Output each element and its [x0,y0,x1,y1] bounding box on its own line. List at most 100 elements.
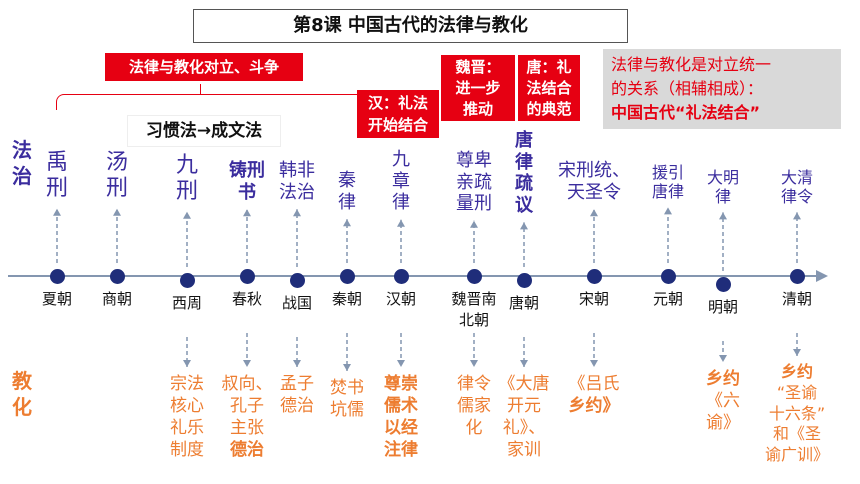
law-label-line: 律 [714,187,731,207]
law-label-line: 唐律 [651,182,684,202]
law-label-line: 韩非 [279,160,315,181]
education-arrow-head [243,360,251,367]
timeline-dot [789,268,805,284]
law-label-line: 刑 [175,179,198,205]
education-label: 宗法核心礼乐制度 [164,373,210,461]
law-label: 禹刑 [37,150,77,203]
dynasty-label-line: 魏晋南 [451,290,497,308]
education-label: 乡约“圣谕十六条”和《圣谕广训》 [755,362,839,466]
education-arrow-head [397,360,405,367]
education-label-line: 《六 [706,391,740,412]
summary-conclusion: 中国古代“礼法结合” [611,103,761,122]
education-label: 焚书坑儒 [322,377,372,421]
law-arrow-head [343,219,351,227]
education-label: 尊崇儒术以经注律 [373,373,429,461]
tang-box-line: 法结合 [526,79,572,97]
education-label: 叔向、孔子主张德治 [215,373,279,461]
education-label: 律令儒家化 [446,373,502,439]
summary-line: 的关系（相辅相成）： [611,79,764,98]
education-label-line: 乡约 [780,362,813,381]
dynasty-label-line: 春秋 [231,290,262,308]
side-label-char: 化 [12,395,32,419]
dynasty-label: 战国 [267,293,327,314]
education-label-line: 乡约》 [568,396,620,417]
timeline-dot [239,268,255,284]
dynasty-label-line: 汉朝 [385,290,416,308]
education-label-line: 家训 [507,440,541,461]
law-label-line: 刑 [105,176,128,202]
education-arrow-head [343,364,351,371]
law-label-line: 宋刑统、 [558,160,630,181]
timeline-dot [393,268,409,284]
education-label-line: 和《圣 [772,424,821,444]
education-arrow-head [590,360,598,367]
law-label-line: 九 [392,149,410,170]
dynasty-label-line: 秦朝 [331,290,362,308]
timeline-arrowhead [816,270,828,282]
summary-line: 法律与教化是对立统一 [611,55,772,74]
law-arrow-head [719,212,727,220]
law-label-line: 唐 [515,130,533,151]
education-label-line: 化 [465,418,483,439]
education-label-line: 乡约 [706,369,740,389]
education-label-line: 儒家 [457,396,491,417]
education-arrow-head [183,360,191,367]
timeline-dot [586,268,602,284]
timeline-dot [179,272,195,288]
dynasty-label: 商朝 [87,289,147,310]
law-arrow-head [664,207,672,215]
dynasty-label-line: 西周 [171,294,202,312]
dynasty-label: 元朝 [638,289,698,310]
timeline-dot [715,276,731,292]
dynasty-label-line: 唐朝 [508,294,539,312]
weijin-box: 魏晋： 进一步 推动 [441,55,515,121]
law-label-line: 尊卑 [456,150,492,171]
side-label-char: 治 [12,164,32,188]
dynasty-label: 唐朝 [494,293,554,314]
dynasty-label-line: 清朝 [781,290,812,308]
law-arrow-head [590,209,598,217]
law-arrow-head [793,212,801,220]
law-label: 汤刑 [97,150,137,203]
dynasty-label: 明朝 [693,297,753,318]
law-label-line: 援引 [651,163,684,182]
dynasty-label: 春秋 [217,289,277,310]
education-label-line: 核心 [170,396,204,417]
education-arrow-head [719,355,727,362]
dynasty-label: 西周 [157,293,217,314]
timeline-dot [49,268,65,284]
education-label-line: 以经 [384,418,418,439]
law-label-line: 律 [338,191,356,213]
dynasty-label: 魏晋南北朝 [444,289,504,331]
dynasty-label: 夏朝 [27,289,87,310]
habit-label: 习惯法→成文法 [128,116,280,146]
law-arrow-head [520,222,528,230]
law-label-line: 律 [515,151,533,173]
timeline-dot [660,268,676,284]
law-arrow-head [243,209,251,217]
education-label-line: 《大唐 [498,374,550,394]
education-label-line: 孔子 [230,396,264,417]
law-arrow-head [397,219,405,227]
side-label-char: 教 [12,369,32,393]
timeline-axis [8,275,820,277]
dynasty-label-line: 宋朝 [578,290,609,308]
education-label-line: 焚书 [330,378,364,398]
education-arrow-head [793,349,801,356]
law-arrow-head [113,208,121,216]
law-label: 九刑 [167,153,207,206]
education-arrow-head [520,360,528,367]
han-box-line: 开始结合 [367,116,428,134]
dynasty-label: 秦朝 [317,289,377,310]
law-label-line: 律 [392,192,410,214]
education-label-line: “圣谕 [776,382,818,402]
education-label: 孟子德治 [272,373,322,417]
law-label-line: 刑 [45,176,68,202]
education-label-line: 开元 [507,396,541,417]
han-box-line: 汉：礼法 [367,94,428,112]
side-label-char: 法 [12,138,32,162]
timeline-dot [339,268,355,284]
timeline-dot [516,272,532,288]
law-label-line: 天圣令 [567,181,621,203]
